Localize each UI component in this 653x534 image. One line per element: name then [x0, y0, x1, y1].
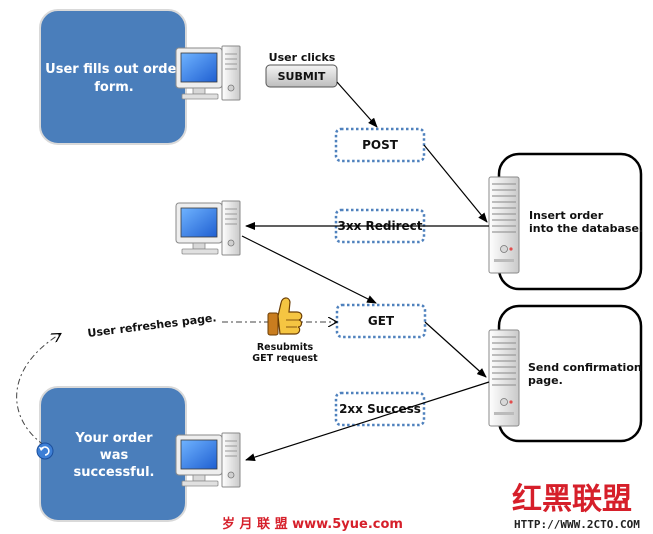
watermark-bottom-left: 岁 月 联 盟 www.5yue.com — [222, 516, 403, 532]
submit-button-label: SUBMIT — [278, 70, 326, 83]
submit-button[interactable]: SUBMIT — [265, 64, 338, 88]
get-label: GET — [368, 314, 395, 328]
flow-arrows — [241, 81, 490, 462]
insert-order-server-box: Insert order into the database. — [497, 152, 643, 291]
arrow-submit-to-post — [336, 81, 378, 128]
get-label-box: GET — [335, 303, 427, 339]
user-fills-form-box: User fills out order form. — [39, 9, 187, 145]
send-confirmation-text-line-2: page. — [528, 374, 563, 387]
refresh-icon — [36, 442, 54, 460]
post-label: POST — [362, 138, 399, 152]
thumbs-up-icon — [267, 297, 303, 336]
user-fills-text-line-1: User fills out order — [45, 62, 183, 77]
watermark-url: HTTP://WWW.2CTO.COM — [514, 518, 640, 531]
arrow-post-to-server — [423, 144, 488, 223]
user-refreshes-label: User refreshes page. — [87, 311, 217, 340]
server-tower-icon — [488, 329, 520, 427]
send-confirmation-server-box: Send confirmation page. — [497, 304, 643, 443]
user-clicks-label: User clicks — [269, 51, 336, 64]
resubmits-label-line-2: GET request — [252, 353, 318, 364]
success-label: 2xx Success — [339, 402, 421, 416]
server-tower-icon — [488, 176, 520, 274]
post-label-box: POST — [334, 127, 426, 163]
insert-order-text-line-1: Insert order — [529, 209, 604, 222]
watermark-logo: 红黑联盟 — [512, 482, 632, 517]
resubmits-label-line-1: Resubmits — [257, 342, 314, 353]
arrow-success-to-computer — [245, 381, 490, 462]
insert-order-text-line-2: into the database. — [529, 222, 643, 235]
user-fills-text-line-2: form. — [94, 80, 133, 95]
refresh-curve-arrow — [16, 334, 60, 446]
send-confirmation-text-line-1: Send confirmation — [528, 361, 642, 374]
order-successful-text-line-1: Your order — [74, 431, 153, 446]
order-successful-box: Your order was successful. — [39, 386, 187, 522]
arrow-get-to-server — [424, 321, 487, 378]
order-successful-text-line-2: was — [100, 448, 129, 463]
success-label-box: 2xx Success — [334, 391, 426, 427]
order-successful-text-line-3: successful. — [73, 465, 154, 480]
arrow-computer-to-get — [241, 235, 377, 304]
desktop-computer-icon — [175, 200, 241, 256]
